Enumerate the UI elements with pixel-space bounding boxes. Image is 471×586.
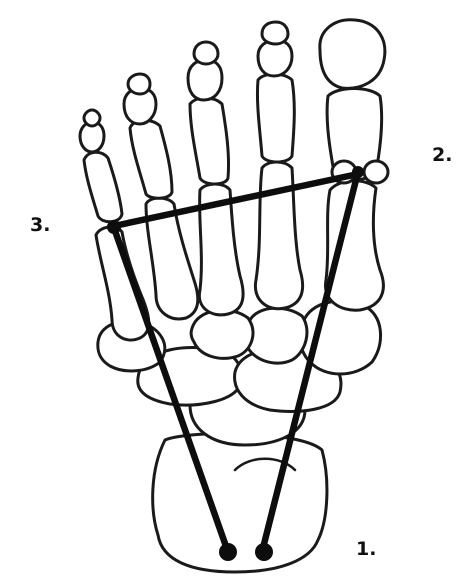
point-2 <box>352 166 364 178</box>
point-1-medial <box>219 543 237 561</box>
phalanx-5-distal <box>84 110 100 126</box>
label-point-2: 2. <box>432 146 452 165</box>
phalanx-2-proximal <box>257 74 294 162</box>
phalanx-2-distal <box>262 22 288 44</box>
phalanx-3-distal <box>194 42 218 64</box>
foot-bones-drawing <box>80 20 388 572</box>
phalanx-4-distal <box>128 74 150 94</box>
phalanx-5-proximal <box>84 152 122 222</box>
sesamoid-lateral <box>364 161 388 183</box>
label-point-3: 3. <box>30 216 50 235</box>
phalanx-3-proximal <box>190 98 229 184</box>
point-3 <box>107 220 121 234</box>
point-1-lateral <box>255 543 273 561</box>
metatarsal-1 <box>325 181 383 310</box>
phalanx-1-distal <box>320 20 385 89</box>
lateral-cuneiform-bone <box>191 310 253 358</box>
phalanx-3-middle <box>188 60 222 100</box>
label-point-1: 1. <box>356 540 376 559</box>
calcaneus-bone <box>153 433 327 572</box>
phalanx-4-proximal <box>130 120 172 198</box>
